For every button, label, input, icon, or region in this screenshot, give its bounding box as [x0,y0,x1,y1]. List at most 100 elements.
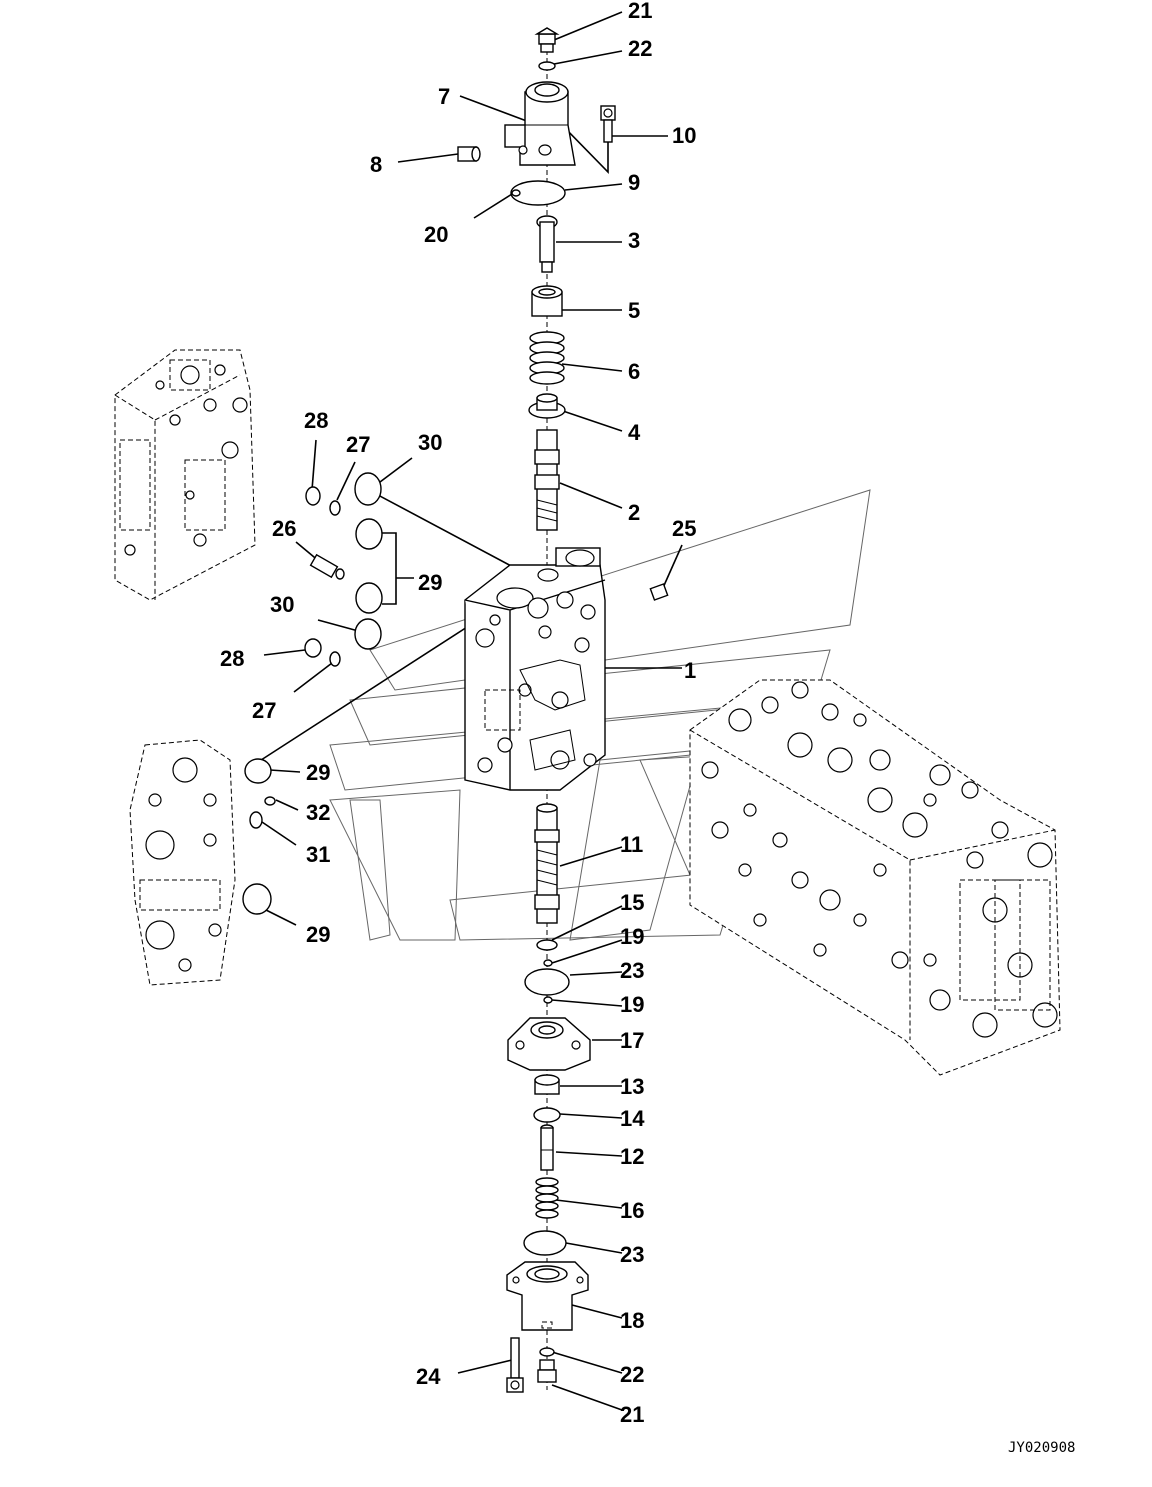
callout-22-bottom: 22 [620,1362,644,1387]
ghost-block-hole [966,851,984,869]
retainer-5 [531,285,563,317]
ghost-block-hole [853,913,867,927]
callout-21-bottom: 21 [620,1402,644,1427]
callout-2: 2 [628,500,640,525]
callout-15: 15 [620,890,644,915]
o-ring-22-bottom [539,1347,555,1357]
callout-16: 16 [620,1198,644,1223]
callout-27-bottom: 27 [252,698,276,723]
pin-26 [309,553,345,580]
ghost-block-hole [853,713,867,727]
o-ring-29-mid [355,582,383,614]
ghost-block-hole [869,749,891,771]
callout-23-bottom: 23 [620,1242,644,1267]
o-ring-14 [533,1107,561,1123]
callout-14: 14 [620,1106,645,1131]
callout-6: 6 [628,359,640,384]
o-ring-28-top [305,486,321,506]
ghost-block-hole [991,821,1009,839]
o-ring-28-bottom [304,638,322,658]
ghost-block-hole [873,863,887,877]
callout-9: 9 [628,170,640,195]
ghost-block-hole [728,708,752,732]
o-ring-32 [264,796,276,806]
ghost-block-hole [929,989,951,1011]
ghost-block-hole [961,781,979,799]
o-ring-20 [511,189,521,197]
callout-28-top: 28 [304,408,328,433]
plug-25 [649,583,669,601]
valve-body-1 [464,547,606,791]
cover-17 [507,1017,591,1071]
spool-2 [534,429,560,531]
spool-11 [534,803,560,924]
ghost-block-hole [1027,842,1053,868]
o-ring-19-top [543,959,553,967]
pilot-valve-cover-7 [504,81,576,166]
callout-7: 7 [438,84,450,109]
ghost-valve-section-left-bottom [129,739,236,986]
o-ring-9 [510,180,566,206]
ghost-block-hole [891,951,909,969]
callout-30-bottom: 30 [270,592,294,617]
ghost-block-hole [827,747,853,773]
callout-8: 8 [370,152,382,177]
leader-lines [257,11,683,1411]
ghost-block-hole [929,764,951,786]
bolt-10 [600,105,616,143]
piston-3 [536,215,558,273]
callout-29-top: 29 [418,570,442,595]
o-ring-23-bottom [523,1230,567,1256]
spring-16 [535,1177,559,1219]
ghost-block-hole [902,812,928,838]
o-ring-19-bottom [543,996,553,1004]
callout-26: 26 [272,516,296,541]
callout-5: 5 [628,298,640,323]
ghost-block-hole [791,681,809,699]
ghost-block-hole [761,696,779,714]
callout-21-top: 21 [628,0,652,23]
callout-1: 1 [684,658,696,683]
ghost-block-hole [711,821,729,839]
spring-6 [529,331,565,385]
plug-13 [534,1074,560,1095]
o-ring-15 [536,939,558,951]
plug-21-top [534,27,560,53]
o-ring-27-bottom [329,651,341,667]
callout-29-mid: 29 [306,760,330,785]
o-ring-22-top [538,61,556,71]
fitting-8 [457,146,481,162]
piston-12 [540,1124,554,1171]
callout-25: 25 [672,516,696,541]
callout-29-bottom: 29 [306,922,330,947]
ghost-block-hole [972,1012,998,1038]
ghost-block-hole [743,803,757,817]
retainer-4 [528,393,566,419]
drawing-code: JY020908 [1008,1440,1075,1456]
ghost-valve-section-left-top [114,349,256,601]
ghost-block-hole [701,761,719,779]
ghost-block-hole [923,793,937,807]
ghost-block-hole [772,832,788,848]
callout-31: 31 [306,842,330,867]
ghost-block-hole [753,913,767,927]
callout-32: 32 [306,800,330,825]
case-18 [506,1261,589,1331]
callout-19-bottom: 19 [620,992,644,1017]
o-ring-30-top [354,472,382,506]
callout-labels: 21 22 7 10 8 9 20 3 5 6 4 2 25 28 27 30 … [220,0,696,1427]
ghost-block-hole [791,871,809,889]
callout-11: 11 [620,832,643,857]
callout-19-top: 19 [620,924,644,949]
o-ring-31 [249,811,263,829]
callout-27-top: 27 [346,432,370,457]
ghost-main-valve-block [689,679,1061,1076]
o-ring-29-lower-left [244,758,272,784]
ghost-block-hole [821,703,839,721]
o-ring-23-top [524,968,570,996]
plug-21-bottom [537,1359,557,1383]
o-ring-30-bottom [354,618,382,650]
ghost-block-hole [813,943,827,957]
callout-24: 24 [416,1364,441,1389]
